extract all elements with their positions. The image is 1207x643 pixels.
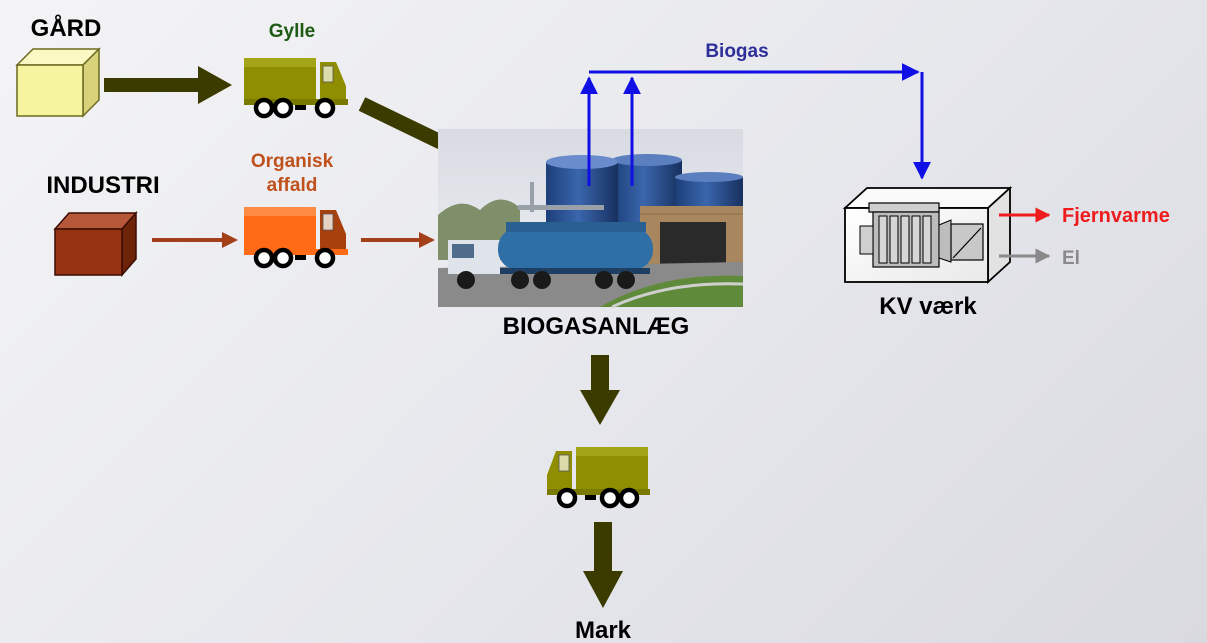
waste-truck-icon xyxy=(244,207,348,269)
electricity-label: El xyxy=(1062,248,1080,269)
manure-truck-icon xyxy=(244,58,348,119)
chp-plant-label: KV værk xyxy=(879,293,977,320)
biogas-plant-label: BIOGASANLÆG xyxy=(503,313,690,340)
field-label: Mark xyxy=(575,617,632,643)
plant-to-truck-arrow xyxy=(580,355,620,425)
industry-to-truck-arrow xyxy=(152,232,238,248)
organic-waste-label-line2: affald xyxy=(267,175,318,196)
farm-label: GÅRD xyxy=(31,14,102,42)
industry-box-icon xyxy=(53,211,138,277)
organic-waste-label-line1: Organisk xyxy=(251,151,334,172)
truck-to-field-arrow xyxy=(583,522,623,608)
industry-label: INDUSTRI xyxy=(46,172,159,199)
district-heating-label: Fjernvarme xyxy=(1062,205,1170,227)
biogas-plant-photo xyxy=(438,129,744,309)
waste-to-plant-arrow xyxy=(361,232,435,248)
chp-engine-icon xyxy=(842,185,1013,285)
farm-box-icon xyxy=(15,47,101,118)
digestate-truck-icon xyxy=(547,447,650,509)
farm-to-truck-arrow xyxy=(104,66,232,104)
biogas-label: Biogas xyxy=(705,41,768,62)
gylle-label: Gylle xyxy=(269,21,315,42)
biogas-flow-arrows xyxy=(580,63,931,186)
